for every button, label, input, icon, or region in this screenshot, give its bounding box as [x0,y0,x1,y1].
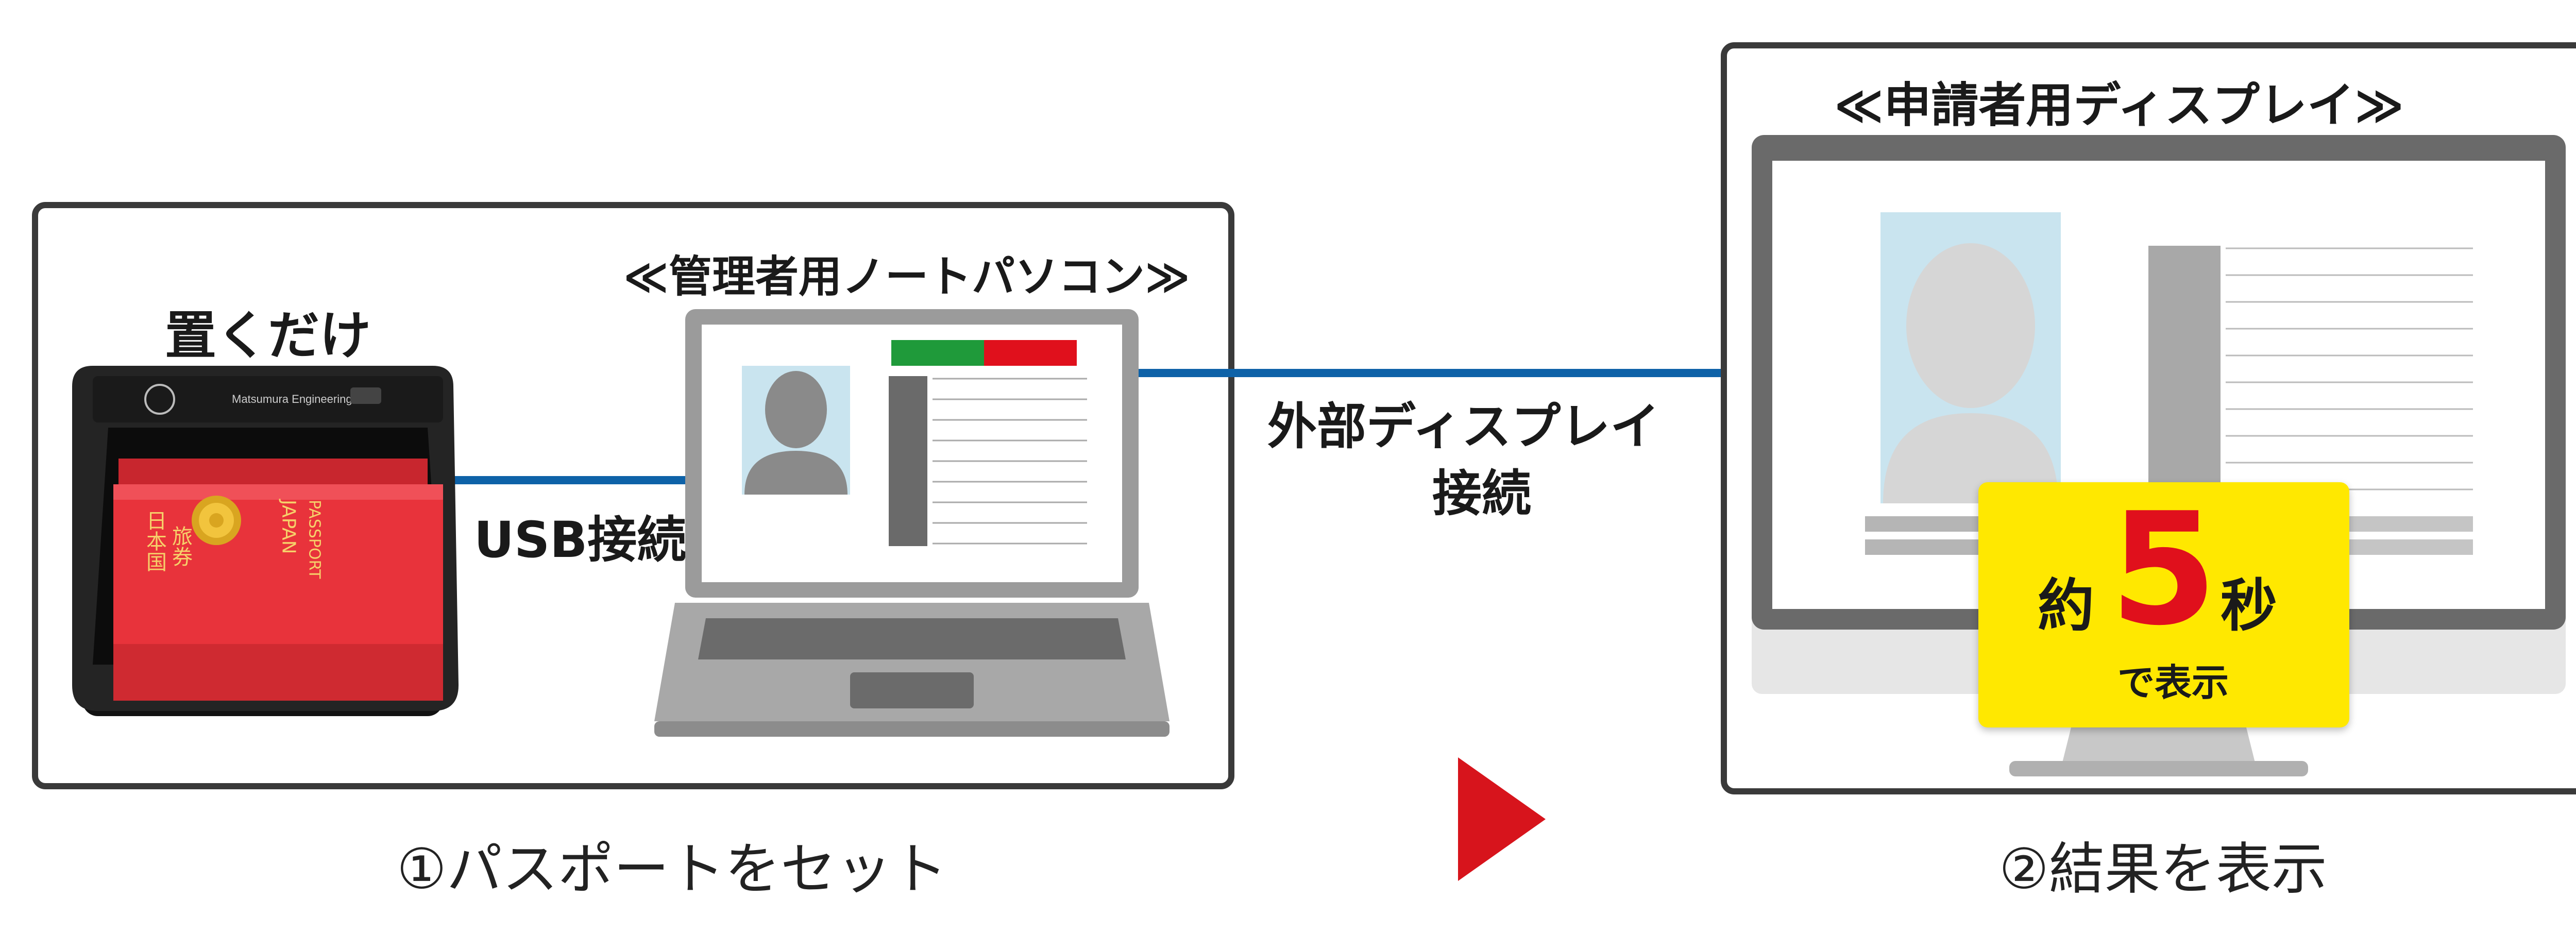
usb-cable [448,476,696,484]
next-step-arrow-icon [1458,757,1546,881]
timing-badge: 約 5 秒 で表示 [1978,482,2349,727]
badge-number: 5 [2110,480,2217,659]
passport-text-japan: JAPAN [278,499,299,554]
passport-scanner: Matsumura Engineering 日本国 旅券 JAPAN PASSP… [72,366,459,716]
step2-caption: ②結果を表示 [1999,837,2327,902]
brand-logo-icon [144,384,175,415]
passport-text-vertical-1: 日本国 [143,510,166,572]
display-cable [1123,369,1767,377]
scanner-brand-text: Matsumura Engineering [232,393,352,405]
display-title: ≪申請者用ディスプレイ≫ [1834,78,2404,133]
badge-prefix: 約 [2038,573,2094,639]
badge-sub: で表示 [2117,661,2229,704]
passport-text-passport: PASSPORT [306,500,324,579]
applicant-silhouette-icon [1883,243,2058,503]
admin-laptop [654,309,1170,737]
usb-label: USB接続 [474,511,687,569]
connection-label-line2: 接続 [1432,465,1531,522]
laptop-title: ≪管理者用ノートパソコン≫ [623,251,1190,302]
badge-suffix: 秒 [2221,573,2277,639]
status-green [891,340,984,366]
person-silhouette-icon [744,371,848,495]
connection-label-line1: 外部ディスプレイ [1267,398,1660,455]
step1-caption: ①パスポートをセット [397,837,947,902]
status-red [984,340,1077,366]
chrysanthemum-emblem-icon [192,496,241,545]
device-label: 置くだけ [165,306,371,366]
passport-text-vertical-2: 旅券 [168,526,192,567]
